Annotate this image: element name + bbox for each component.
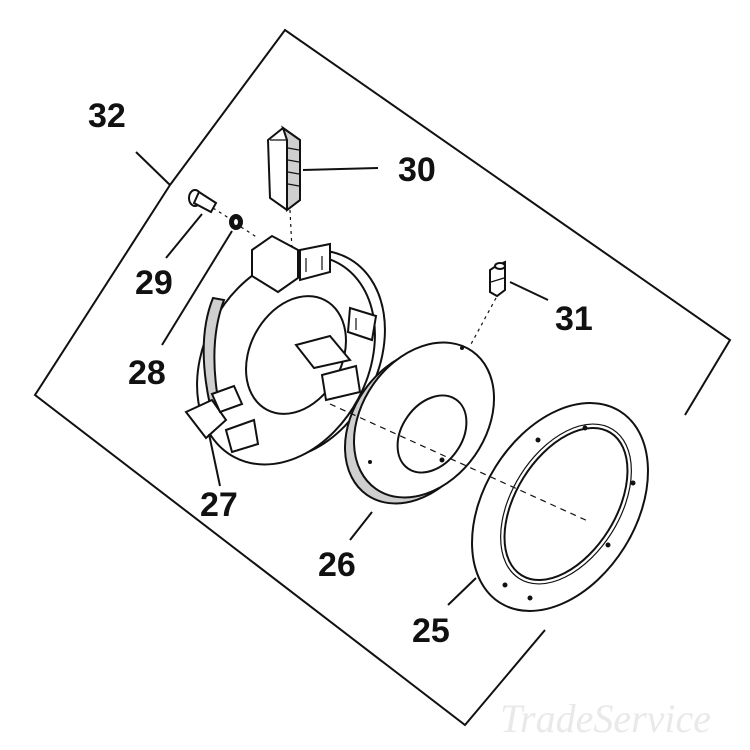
callout-32: 32 (88, 97, 126, 135)
part-25-mounting-ring (447, 402, 649, 612)
leader-31 (509, 281, 549, 301)
leader-25 (447, 577, 477, 606)
callout-26: 26 (318, 546, 356, 584)
callout-25: 25 (412, 612, 450, 650)
callout-30: 30 (398, 151, 436, 189)
callout-31: 31 (555, 300, 593, 338)
bracket-lower-outline (33, 184, 546, 727)
part-31-pin (469, 260, 549, 347)
bracket-upper-outline (169, 28, 732, 416)
leader-28 (161, 230, 233, 346)
part-29-bolt (165, 189, 233, 259)
part-26-friction-disc (343, 341, 496, 541)
callout-27: 27 (200, 486, 238, 524)
leader-26 (349, 511, 373, 541)
callout-29: 29 (135, 264, 173, 302)
leader-30 (302, 167, 379, 171)
leader-32 (135, 151, 171, 186)
part-27-armature-plate (184, 234, 386, 487)
leader-27 (208, 433, 221, 487)
assembly-bracket-32 (33, 28, 732, 727)
watermark-text: TradeService (500, 696, 711, 741)
callout-28: 28 (128, 354, 166, 392)
part-28-washer (161, 214, 259, 346)
leader-29 (165, 213, 203, 259)
part-30-key-block (266, 125, 379, 251)
center-axis (329, 403, 591, 523)
